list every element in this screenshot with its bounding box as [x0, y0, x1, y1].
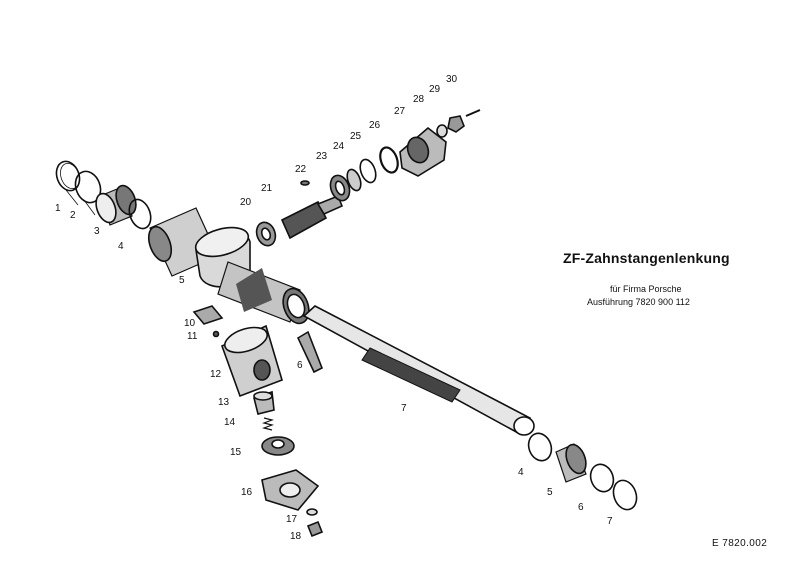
callout-6-left: 2	[70, 210, 76, 221]
callout-23: 23	[316, 151, 328, 162]
left-circlip-7	[55, 160, 81, 192]
spring-14	[261, 417, 275, 431]
pin-11	[212, 330, 220, 338]
callout-26: 26	[369, 120, 381, 131]
ring-25	[359, 158, 377, 184]
cover-plate-16	[261, 469, 320, 511]
ring-26	[379, 146, 399, 174]
bearing-23	[329, 174, 351, 202]
callout-24: 24	[333, 141, 345, 152]
callout-4-left: 4	[118, 241, 124, 252]
callout-28: 28	[413, 94, 425, 105]
right-bushing-5	[555, 443, 587, 483]
right-circlip-7	[612, 479, 638, 511]
callout-13: 13	[218, 397, 230, 408]
callout-16: 16	[241, 487, 253, 498]
callout-10: 10	[184, 318, 196, 329]
ball-joint-2	[296, 330, 324, 374]
left-ring-4	[128, 198, 152, 230]
plate-10	[192, 305, 224, 325]
left-bushing-5	[95, 184, 137, 226]
cover-27	[399, 126, 447, 177]
right-ring-4	[527, 432, 553, 462]
diagram-title: ZF-Zahnstangenlenkung	[563, 250, 730, 266]
callout-27: 27	[394, 106, 406, 117]
washer-17	[306, 508, 318, 516]
right-ring-6	[589, 463, 615, 493]
callout-2: 6	[297, 360, 303, 371]
callout-22: 22	[295, 164, 307, 175]
callout-5-left: 3	[94, 226, 100, 237]
pin-22	[300, 180, 310, 186]
yoke-housing-12	[220, 324, 283, 398]
screw-30	[465, 109, 481, 117]
callout-11: 11	[187, 331, 198, 342]
drawing-code: E 7820.002	[712, 538, 768, 549]
callout-29: 29	[429, 84, 441, 95]
diagram-subtitle: für Firma Porsche	[610, 284, 682, 294]
callout-30: 30	[446, 74, 458, 85]
callout-1: 5	[179, 275, 185, 286]
steering-housing-1	[147, 207, 310, 325]
callout-15: 15	[230, 447, 242, 458]
leader-lines	[65, 189, 96, 216]
callout-17: 17	[286, 514, 298, 525]
callout-14: 14	[224, 417, 236, 428]
washer-28	[436, 124, 448, 138]
nut-29	[447, 115, 465, 133]
callout-4-right: 4	[518, 467, 524, 478]
callout-21: 21	[261, 183, 273, 194]
left-ring-6	[74, 170, 102, 204]
callout-7-left: 1	[55, 203, 61, 214]
ring-24	[346, 168, 362, 192]
callout-5-right: 5	[547, 487, 553, 498]
callout-7-right: 7	[607, 516, 613, 527]
diagram-variant: Ausführung 7820 900 112	[587, 297, 690, 307]
pinion-gear-21	[280, 194, 344, 240]
adjuster-15	[261, 436, 295, 456]
pressure-pad-13	[253, 390, 275, 415]
steering-rack-3	[302, 305, 535, 436]
callout-12: 12	[210, 369, 222, 380]
bolt-18	[306, 520, 324, 538]
callout-18: 18	[290, 531, 302, 542]
callout-25: 25	[350, 131, 362, 142]
callout-20: 20	[240, 197, 252, 208]
callout-3: 7	[401, 403, 407, 414]
callout-6-right: 6	[578, 502, 584, 513]
pinion-bearing-20	[255, 221, 277, 247]
